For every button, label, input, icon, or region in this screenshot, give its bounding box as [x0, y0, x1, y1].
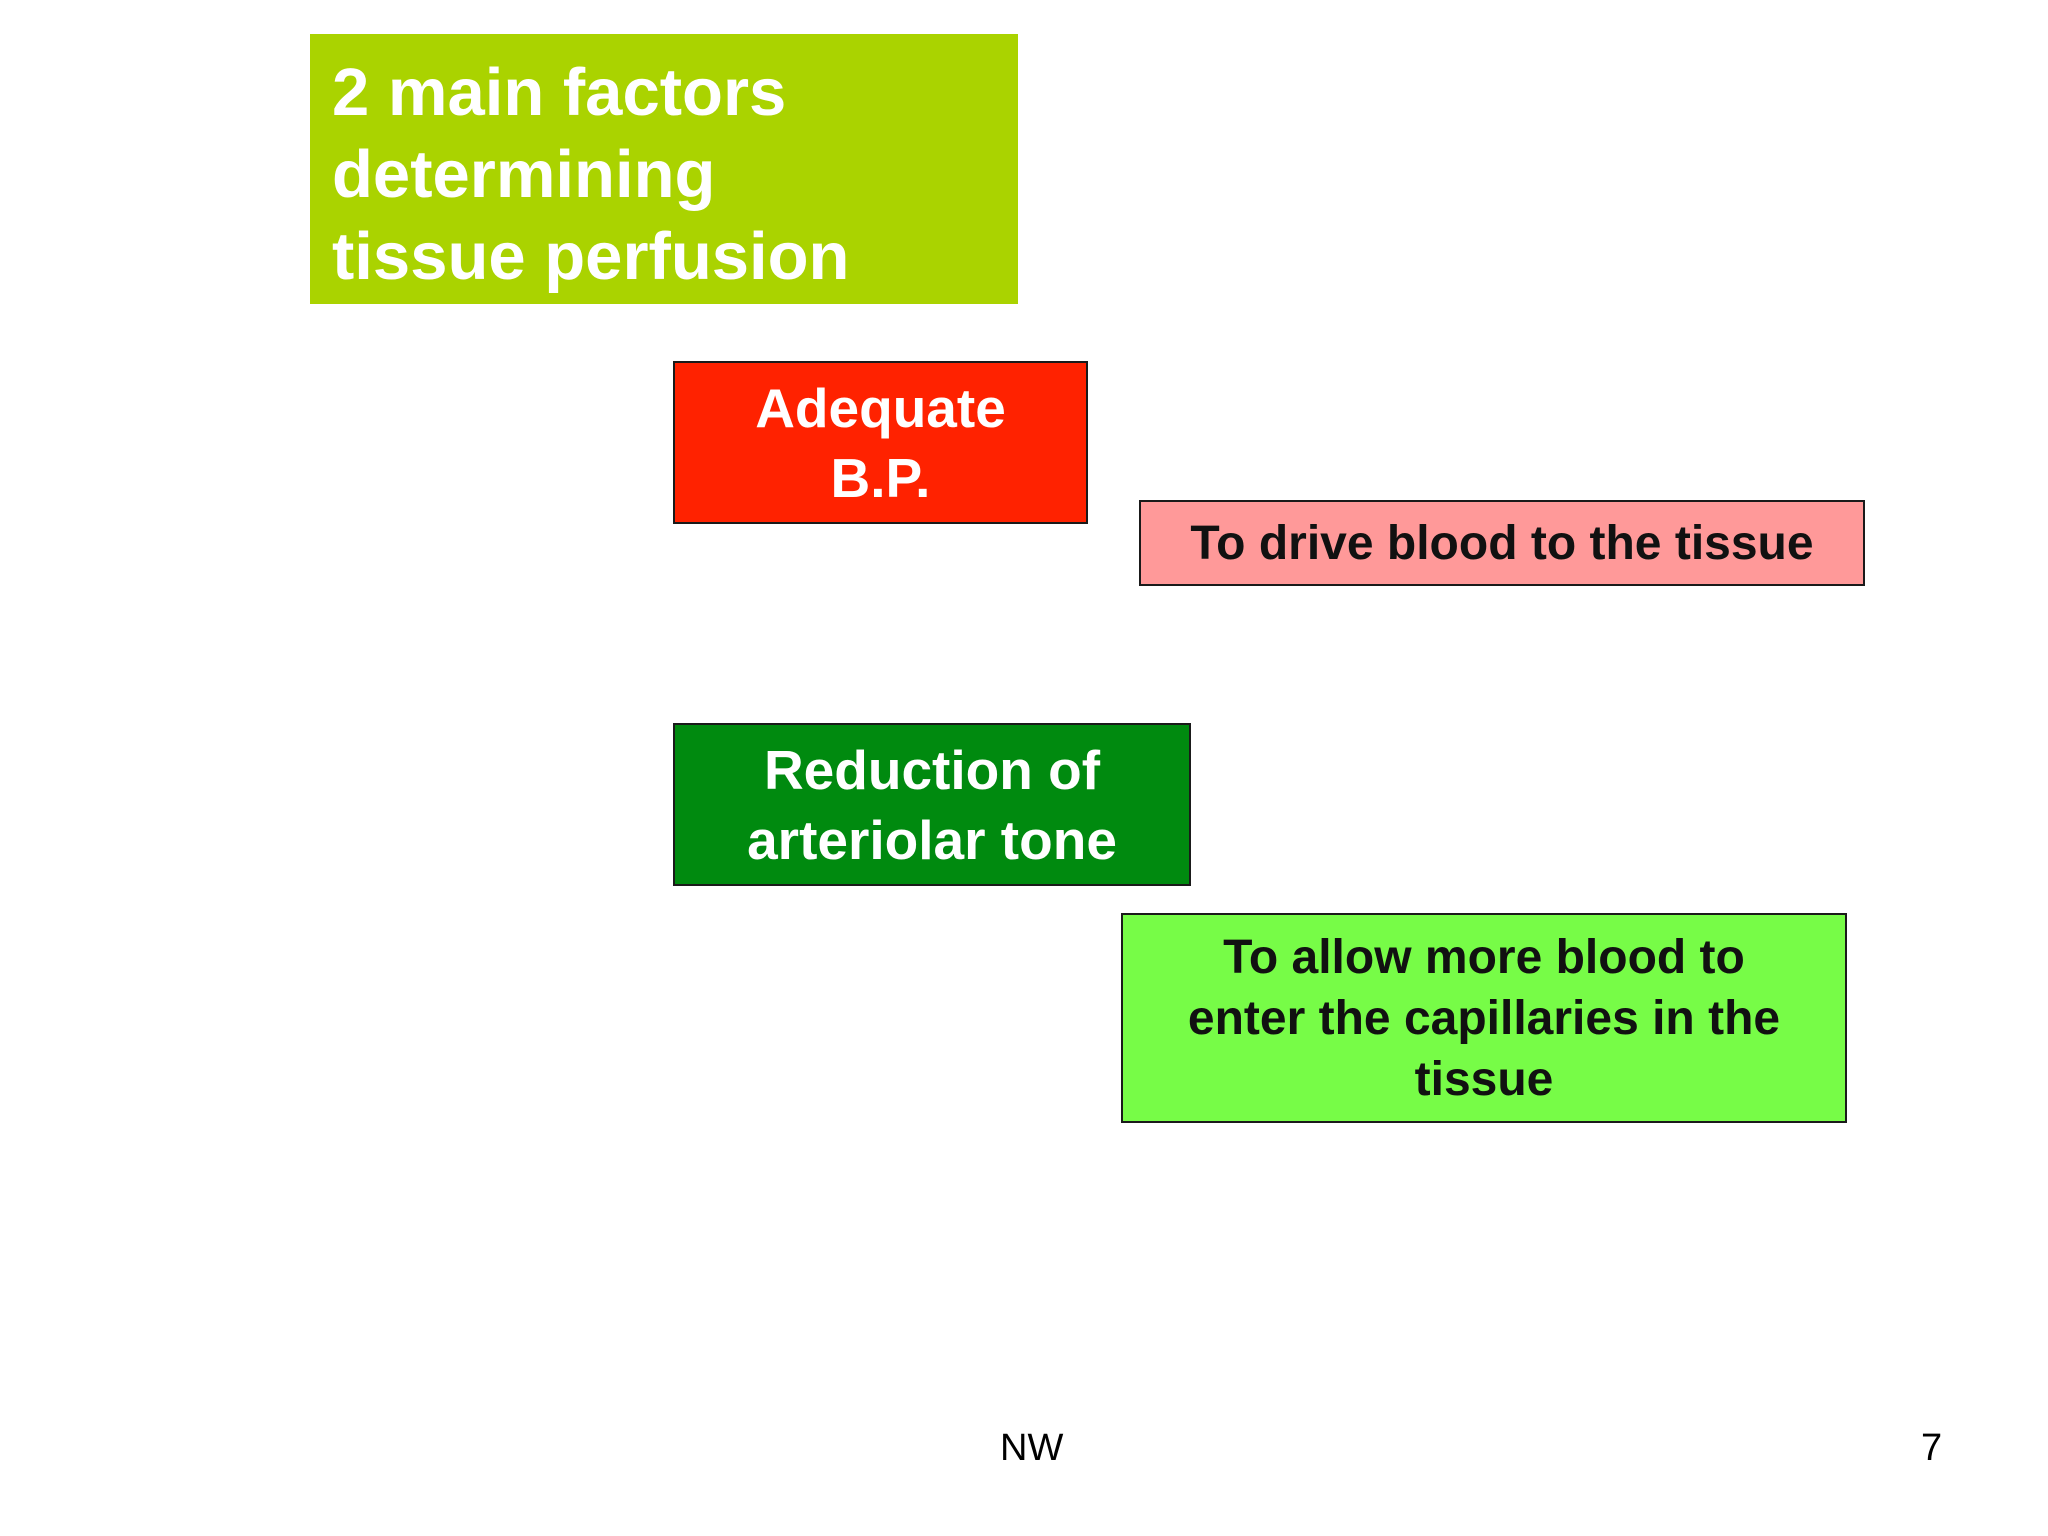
factor1-line-1: Adequate [755, 376, 1006, 439]
page-number: 7 [1921, 1427, 1943, 1469]
factor2-line-1: Reduction of [763, 738, 1101, 801]
purpose-box-allow-more-blood: To allow more blood to enter the capilla… [1121, 913, 1847, 1123]
purpose2-line-1: To allow more blood to [1223, 930, 1745, 984]
factor-box-adequate-bp: Adequate B.P. [673, 361, 1088, 524]
purpose-box-drive-blood: To drive blood to the tissue [1139, 500, 1865, 586]
title-line-3: tissue perfusion [332, 219, 850, 294]
purpose2-line-3: tissue [1414, 1052, 1554, 1106]
purpose2-line-2: enter the capillaries in the [1187, 991, 1781, 1045]
title-line-1: 2 main factors [332, 55, 787, 130]
factor2-line-2: arteriolar tone [747, 808, 1117, 871]
title-line-2: determining [332, 137, 716, 212]
purpose1-text: To drive blood to the tissue [1190, 516, 1814, 570]
title-box: 2 main factors determining tissue perfus… [310, 34, 1018, 304]
factor1-line-2: B.P. [830, 446, 931, 509]
footer-author: NW [1000, 1427, 1064, 1469]
factor-box-arteriolar-tone: Reduction of arteriolar tone [673, 723, 1191, 886]
